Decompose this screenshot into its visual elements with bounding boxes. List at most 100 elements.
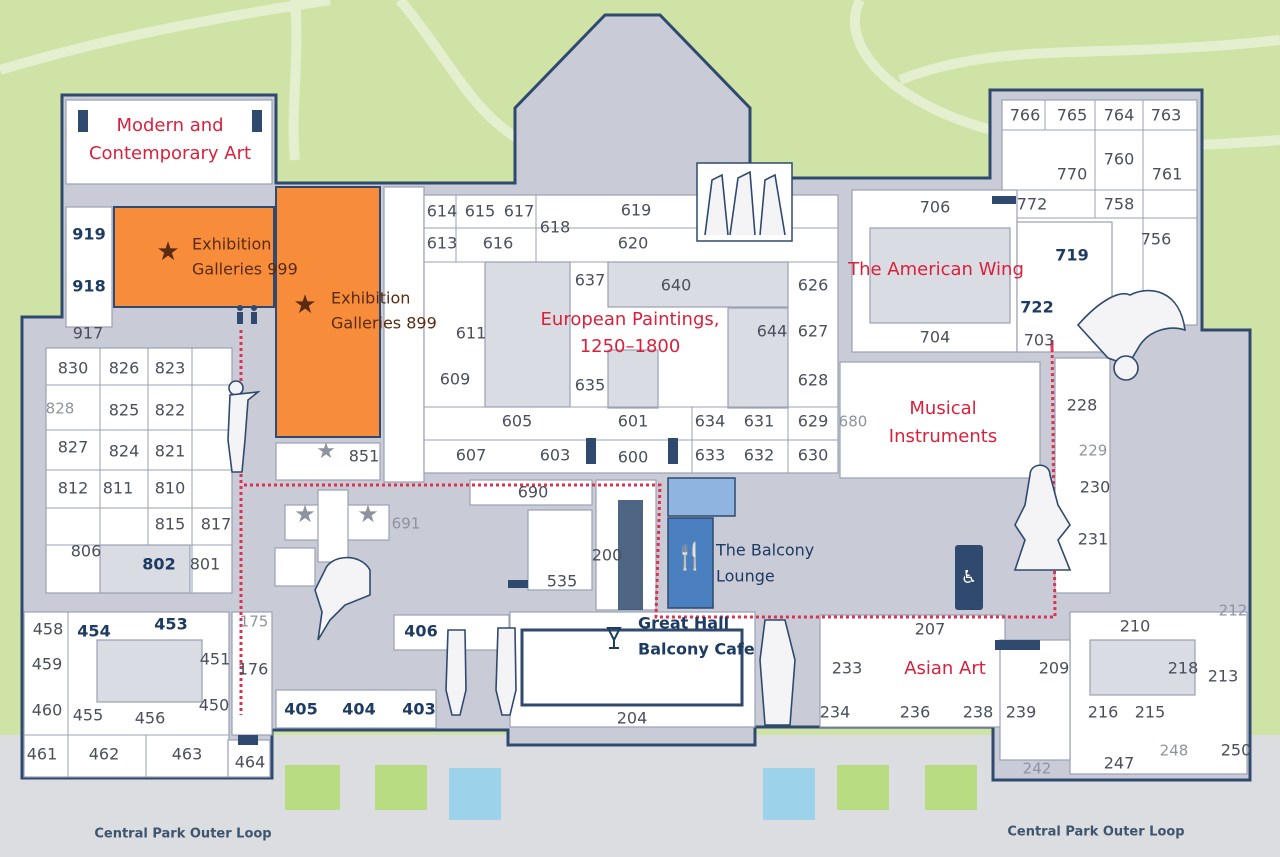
gallery-court (484, 261, 571, 408)
gallery-number: 607 (456, 446, 487, 465)
stairs-icon (78, 110, 88, 132)
gallery-number: 218 (1168, 659, 1199, 678)
department-label-musical[interactable]: Instruments (889, 426, 997, 447)
great-hall-cafe-label[interactable]: Balcony Cafe (638, 640, 755, 659)
star-icon: ★ (357, 500, 379, 528)
great-hall-cafe-label[interactable]: Great Hall (638, 614, 729, 633)
gallery-number: 801 (190, 555, 221, 574)
gallery-number: 772 (1017, 195, 1048, 214)
gallery-number: 239 (1006, 703, 1037, 722)
gallery-number: 216 (1088, 703, 1119, 722)
gallery-block (999, 639, 1071, 761)
svg-text:♿: ♿ (961, 567, 977, 588)
gallery-number: 756 (1141, 230, 1172, 249)
park-path (0, 0, 331, 75)
park-path (396, 0, 523, 145)
gallery-number: 822 (155, 401, 186, 420)
gallery-court (607, 349, 659, 409)
gallery-number: 458 (33, 620, 64, 639)
balcony-lounge-label[interactable]: Lounge (716, 567, 775, 586)
gallery-number: 464 (235, 753, 266, 772)
department-label-modern[interactable]: Modern and (116, 115, 223, 136)
gallery-number: 231 (1078, 530, 1109, 549)
department-label-modern[interactable]: Contemporary Art (89, 143, 251, 164)
gallery-number: 626 (798, 276, 829, 295)
gallery-number: 680 (839, 413, 868, 431)
gallery-number: 406 (404, 622, 437, 641)
balcony-lounge-label[interactable]: The Balcony (715, 541, 814, 560)
gallery-number: 601 (618, 412, 649, 431)
gallery-number: 175 (240, 613, 269, 631)
gallery-number: 451 (200, 650, 231, 669)
gallery-number: 631 (744, 412, 775, 431)
restroom-icon (237, 305, 257, 324)
gallery-number: 827 (58, 438, 89, 457)
stairs-icon (668, 438, 678, 464)
gallery-number: 719 (1055, 246, 1088, 265)
gallery-number: 634 (695, 412, 726, 431)
statue-icon (759, 619, 796, 726)
balcony-lounge-room[interactable] (667, 477, 736, 517)
gallery-number: 455 (73, 706, 104, 725)
corridor (383, 186, 425, 483)
american-wing-court (869, 227, 1011, 324)
gallery-number: 204 (617, 709, 648, 728)
gallery-number: 207 (915, 620, 946, 639)
lawn-patch (375, 765, 427, 810)
gallery-number: 404 (342, 700, 375, 719)
gallery-number: 851 (349, 447, 380, 466)
lawn-patch (837, 765, 889, 810)
exhibition-label[interactable]: Galleries 999 (192, 260, 298, 279)
gallery-number: 200 (592, 546, 623, 565)
gallery-number: 635 (575, 376, 606, 395)
gallery-number: 453 (154, 615, 187, 634)
gallery-number: 825 (109, 401, 140, 420)
gallery-number: 815 (155, 515, 186, 534)
department-label-musical[interactable]: Musical (909, 398, 976, 419)
exhibition-galleries-899[interactable] (275, 186, 381, 438)
gallery-number: 632 (744, 446, 775, 465)
department-label-american[interactable]: The American Wing (847, 259, 1024, 280)
gallery-number: 690 (518, 483, 549, 502)
exhibition-label[interactable]: Galleries 899 (331, 314, 437, 333)
department-label-asian[interactable]: Asian Art (904, 658, 986, 679)
gallery-number: 605 (502, 412, 533, 431)
great-hall-opening (520, 628, 744, 707)
department-label-european[interactable]: 1250–1800 (580, 336, 681, 357)
gallery-number: 763 (1151, 106, 1182, 125)
gallery-number: 210 (1120, 617, 1151, 636)
gallery-535 (527, 509, 593, 591)
gallery-number: 824 (109, 442, 140, 461)
gallery-number: 454 (77, 622, 110, 641)
gallery-number: 823 (155, 359, 186, 378)
stairs-icon (995, 640, 1040, 650)
gallery-number: 247 (1104, 754, 1135, 773)
gallery-number: 629 (798, 412, 829, 431)
gallery-number: 703 (1024, 331, 1055, 350)
gallery-number: 806 (71, 542, 102, 561)
exhibition-label[interactable]: Exhibition (192, 235, 271, 254)
stairs-icon (586, 438, 596, 464)
gallery-number: 403 (402, 700, 435, 719)
department-label-european[interactable]: European Paintings, (541, 309, 720, 330)
road-label-right: Central Park Outer Loop (1007, 825, 1184, 840)
gallery-number: 761 (1152, 165, 1183, 184)
balcony-lounge-dining[interactable] (667, 517, 714, 609)
gallery-number: 766 (1010, 106, 1041, 125)
statue-icon (445, 629, 467, 716)
gallery-number: 212 (1219, 602, 1248, 620)
exhibition-galleries-999[interactable] (113, 206, 275, 308)
gallery-number: 821 (155, 442, 186, 461)
gallery-number: 758 (1104, 195, 1135, 214)
gallery-block (231, 611, 273, 736)
stairs-icon (252, 110, 262, 132)
gallery-number: 830 (58, 359, 89, 378)
gallery-number: 233 (832, 659, 863, 678)
exhibition-label[interactable]: Exhibition (331, 289, 410, 308)
gallery-number: 209 (1039, 659, 1070, 678)
gallery-number: 802 (142, 555, 175, 574)
fountain (449, 768, 501, 820)
dining-icon: 🍴 (674, 541, 706, 572)
gallery-court (727, 307, 789, 409)
